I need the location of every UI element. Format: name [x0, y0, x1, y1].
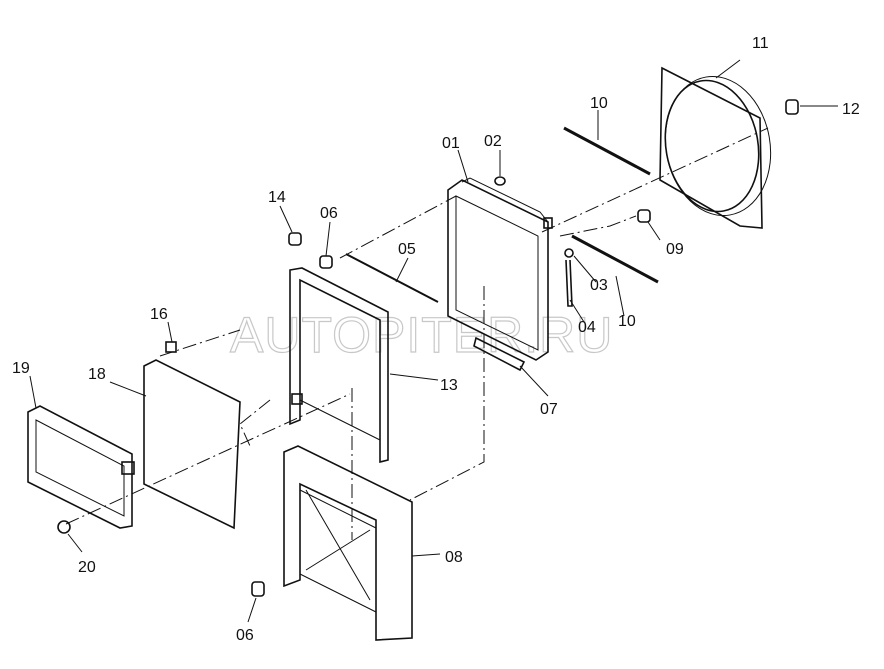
part-05-rod: [345, 253, 439, 303]
part-19-oil-cooler: [27, 405, 135, 529]
leader-lines: [29, 59, 741, 623]
callout-11: 11: [752, 35, 769, 52]
callout-07: 07: [540, 401, 558, 418]
part-10-seal-top: [563, 126, 651, 176]
part-11-fan-shroud: [659, 66, 772, 229]
part-10-seal-bottom: [571, 234, 659, 284]
callout-12: 12: [842, 101, 860, 118]
part-02-cap: [494, 176, 506, 186]
part-16-clip: [165, 341, 177, 353]
callout-08: 08: [445, 549, 463, 566]
watermark: AUTOPITER.RU: [230, 307, 613, 363]
callout-09: 09: [666, 241, 684, 258]
part-20-nut: [57, 520, 71, 534]
part-04-hose: [565, 259, 573, 307]
callout-06: 06: [236, 627, 254, 644]
part-08-support-frame: [283, 445, 413, 641]
callout-01: 01: [442, 135, 460, 152]
assembly-lines: [65, 127, 769, 540]
part-12-bolt: [785, 99, 838, 115]
part-06-bolt-bottom: [251, 581, 265, 597]
part-14-bolt: [288, 232, 302, 246]
callout-06: 06: [320, 205, 338, 222]
callout-05: 05: [398, 241, 416, 258]
part-06-bolt-top: [319, 255, 333, 269]
callout-03: 03: [590, 277, 608, 294]
callout-18: 18: [88, 366, 106, 383]
callout-04: 04: [578, 319, 596, 336]
callout-14: 14: [268, 189, 286, 206]
part-07-plate: [473, 336, 526, 372]
part-01-radiator: [447, 177, 553, 361]
part-09-bolt: [637, 209, 651, 223]
callout-10: 10: [618, 313, 636, 330]
part-03-plug: [564, 248, 574, 258]
callout-02: 02: [484, 133, 502, 150]
callout-13: 13: [440, 377, 458, 394]
callout-16: 16: [150, 306, 168, 323]
callout-20: 20: [78, 559, 96, 576]
part-18-panel: [143, 359, 241, 530]
callout-19: 19: [12, 360, 30, 377]
callout-10: 10: [590, 95, 608, 112]
part-13-bracket-frame: [289, 267, 389, 464]
